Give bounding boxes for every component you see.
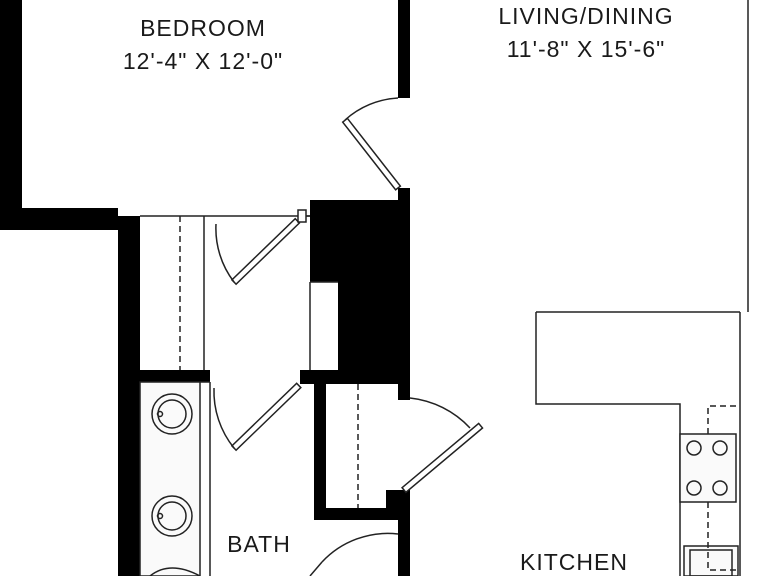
bedroom-wall-left	[0, 0, 22, 230]
living-dining-name: LIVING/DINING	[498, 3, 674, 29]
sink-lower	[151, 495, 193, 537]
bedroom-name: BEDROOM	[140, 15, 266, 41]
bath-wall-top	[140, 370, 210, 382]
kitchen-name: KITCHEN	[520, 549, 628, 575]
closet-block	[310, 200, 410, 282]
toilet	[149, 567, 201, 576]
living-dining-label: LIVING/DINING 11'-8" X 15'-6"	[480, 0, 692, 66]
bedroom-dimensions: 12'-4" X 12'-0"	[122, 48, 284, 74]
kitchen-label: KITCHEN	[506, 546, 642, 579]
bath-label: BATH	[214, 528, 304, 561]
bedroom-wall-bottom	[0, 208, 118, 230]
dashed-lines	[179, 216, 740, 571]
range	[686, 440, 728, 496]
hall-wall-mid	[300, 370, 410, 384]
bath-lower-door	[309, 532, 399, 576]
doors	[213, 97, 484, 576]
bedroom-wall-right	[398, 0, 410, 98]
hall-wall-left	[118, 216, 140, 576]
closet-door	[215, 209, 307, 286]
living-dining-dimensions: 11'-8" X 15'-6"	[506, 36, 666, 62]
bedroom-door	[341, 97, 402, 191]
wall-right-upper	[398, 188, 410, 400]
fixtures	[149, 393, 728, 576]
linen-wall-left	[314, 384, 326, 520]
linen-door	[401, 397, 484, 494]
bath-door	[213, 382, 302, 452]
sink-upper	[151, 393, 193, 435]
thin-lines	[139, 0, 749, 576]
walls	[0, 0, 410, 576]
bath-name: BATH	[227, 531, 291, 557]
bath-wall-right	[398, 490, 410, 576]
bedroom-label: BEDROOM 12'-4" X 12'-0"	[100, 12, 306, 78]
